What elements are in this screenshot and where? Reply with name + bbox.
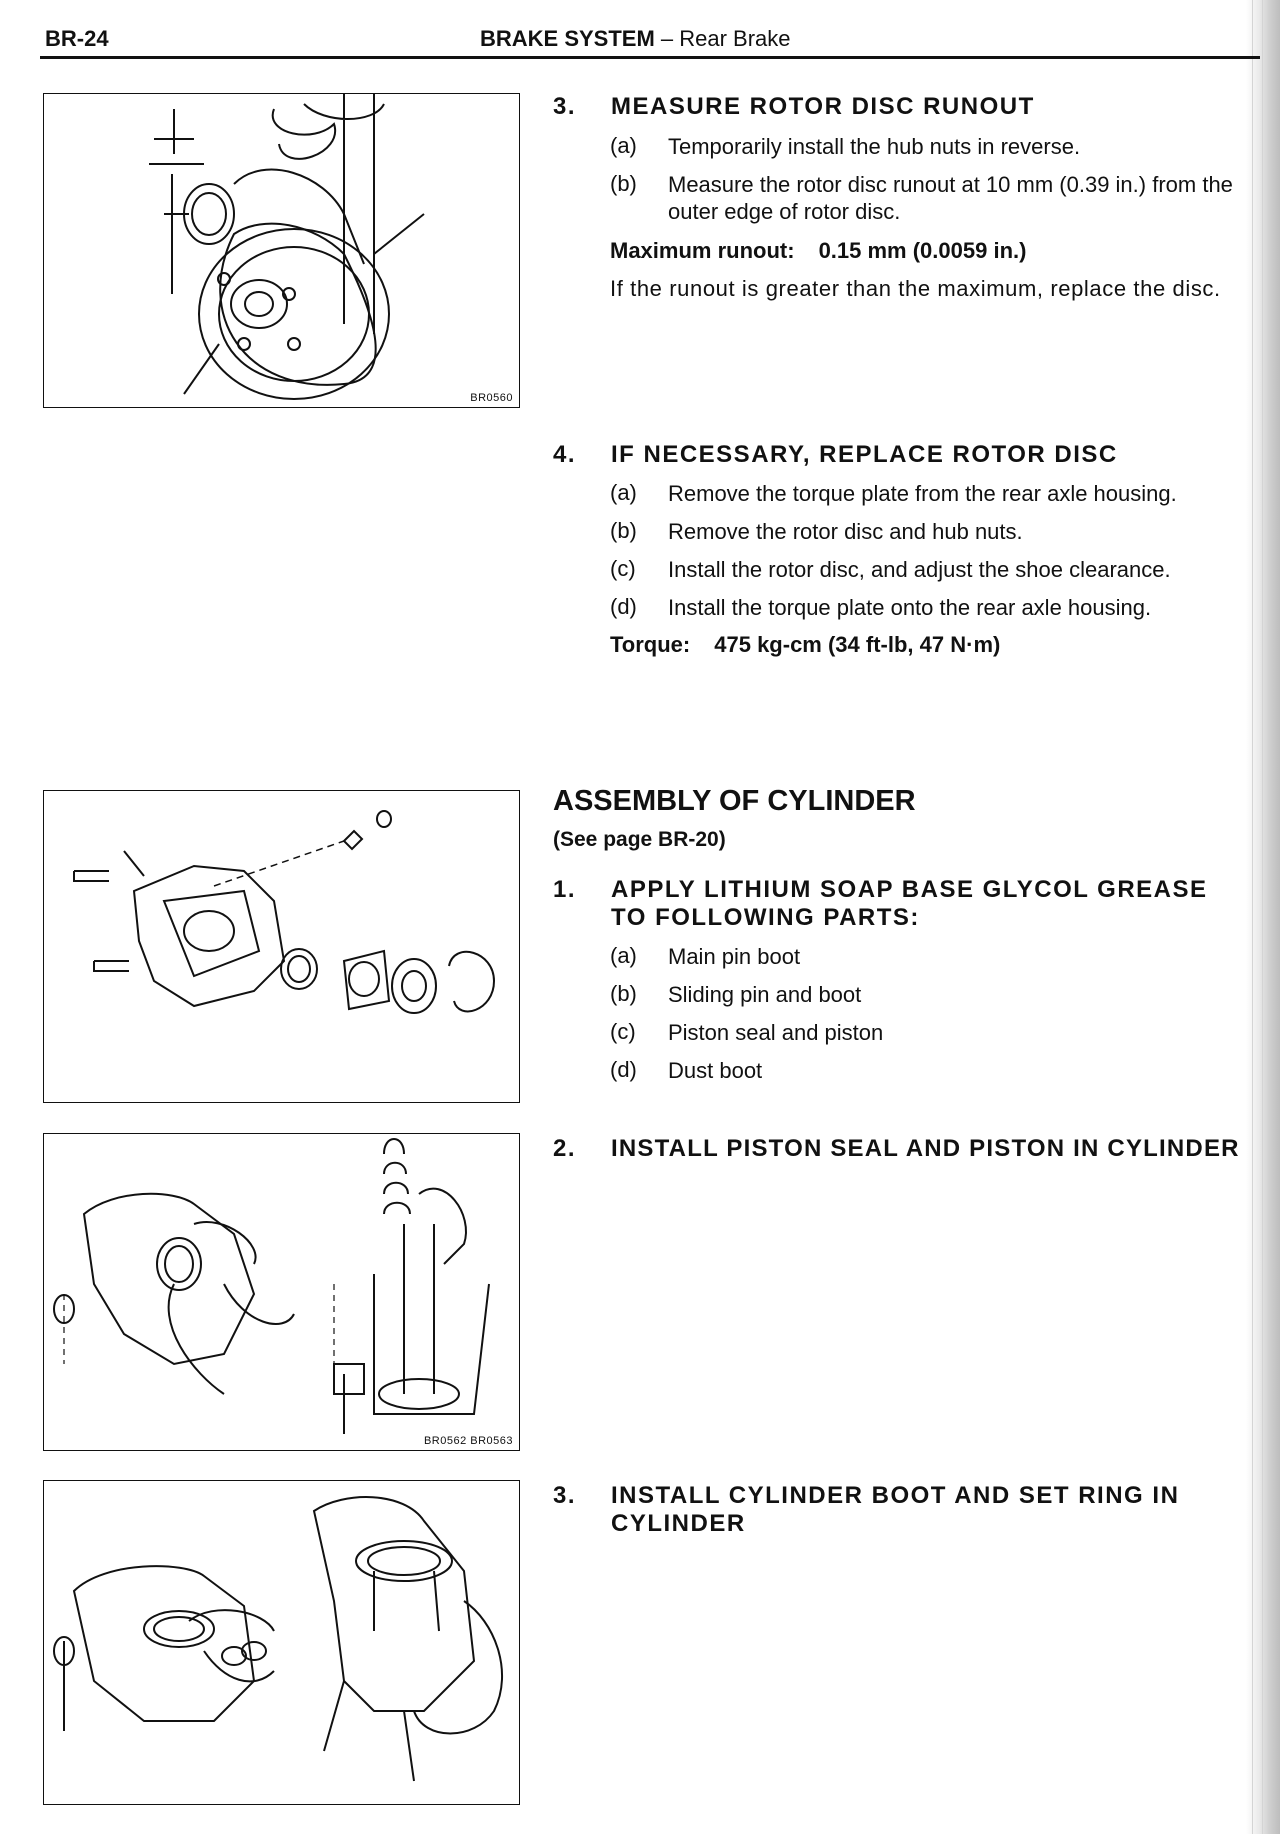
- step-title: MEASURE ROTOR DISC RUNOUT: [611, 93, 1035, 120]
- spec-value: 0.15 mm (0.0059 in.): [818, 238, 1027, 263]
- step-title: INSTALL PISTON SEAL AND PISTON IN CYLIND…: [611, 1135, 1240, 1162]
- step-title: APPLY LITHIUM SOAP BASE GLYCOL GREASE TO…: [611, 876, 1208, 931]
- page-number: BR-24: [45, 26, 109, 51]
- step-item-text: Remove the torque plate from the rear ax…: [668, 481, 1177, 506]
- spec-value: 475 kg-cm (34 ft-lb, 47 N·m): [714, 632, 1001, 657]
- step-item-label: (d): [610, 594, 637, 619]
- step-item-label: (b): [610, 518, 637, 543]
- figure-code: BR0560: [470, 392, 513, 404]
- figure-code: BR0562 BR0563: [423, 1435, 513, 1447]
- step-item-label: (b): [610, 171, 637, 196]
- caliper-exploded-illustration: [73, 810, 495, 1014]
- page-edge-line: [1262, 0, 1263, 1834]
- runout-note: If the runout is greater than the maximu…: [610, 276, 1221, 301]
- assembly-heading: ASSEMBLY OF CYLINDER: [553, 785, 916, 817]
- step-item-text: Measure the rotor disc runout at 10 mm (…: [668, 172, 1233, 224]
- step-number: 3.: [553, 1482, 577, 1509]
- step-item-text: Sliding pin and boot: [668, 982, 862, 1007]
- section-title-bold: BRAKE SYSTEM: [480, 26, 655, 51]
- section-title: BRAKE SYSTEM – Rear Brake: [480, 26, 791, 52]
- figure-runout-measurement: BR0560: [43, 93, 520, 408]
- step-item-label: (c): [610, 556, 636, 581]
- section-title-rest: – Rear Brake: [654, 26, 791, 51]
- step-item-label: (a): [610, 133, 637, 158]
- figure-piston-installation: BR0562 BR0563: [43, 1133, 520, 1451]
- step-title: IF NECESSARY, REPLACE ROTOR DISC: [611, 441, 1118, 468]
- figure-caliper-exploded: [43, 790, 520, 1103]
- spec-torque: Torque: 475 kg-cm (34 ft-lb, 47 N·m): [610, 632, 1000, 658]
- step-item-text: Temporarily install the hub nuts in reve…: [668, 134, 1081, 159]
- figure-boot-installation: [43, 1480, 520, 1805]
- step-number: 1.: [553, 876, 577, 903]
- step-item-text: Install the rotor disc, and adjust the s…: [668, 557, 1171, 582]
- step-item-label: (a): [610, 480, 637, 505]
- page-edge-line: [1252, 0, 1253, 1834]
- spec-label: Torque:: [610, 632, 691, 657]
- step-item-text: Main pin boot: [668, 944, 801, 969]
- step-item-text: Piston seal and piston: [668, 1020, 884, 1045]
- spec-label: Maximum runout:: [610, 238, 795, 263]
- piston-installation-illustration: [53, 1138, 490, 1434]
- page-header: BR-24 BRAKE SYSTEM – Rear Brake: [45, 20, 1260, 60]
- step-item-label: (b): [610, 981, 637, 1006]
- step-item-text: Install the torque plate onto the rear a…: [668, 595, 1152, 620]
- page-reference: (See page BR-20): [553, 828, 726, 851]
- step-number: 4.: [553, 441, 577, 468]
- step-item-label: (d): [610, 1057, 637, 1082]
- dial-gauge-illustration: [149, 94, 425, 400]
- spec-max-runout: Maximum runout: 0.15 mm (0.0059 in.): [610, 238, 1026, 264]
- step-item-text: Dust boot: [668, 1058, 763, 1083]
- step-item-label: (a): [610, 943, 637, 968]
- step-number: 3.: [553, 93, 577, 120]
- step-item-label: (c): [610, 1019, 636, 1044]
- step-number: 2.: [553, 1135, 577, 1162]
- boot-installation-illustration: [53, 1496, 503, 1782]
- header-rule: [40, 56, 1260, 59]
- page-edge-shadow: [1246, 0, 1280, 1834]
- step-item-text: Remove the rotor disc and hub nuts.: [668, 519, 1023, 544]
- step-title: INSTALL CYLINDER BOOT AND SET RING IN CY…: [611, 1482, 1180, 1537]
